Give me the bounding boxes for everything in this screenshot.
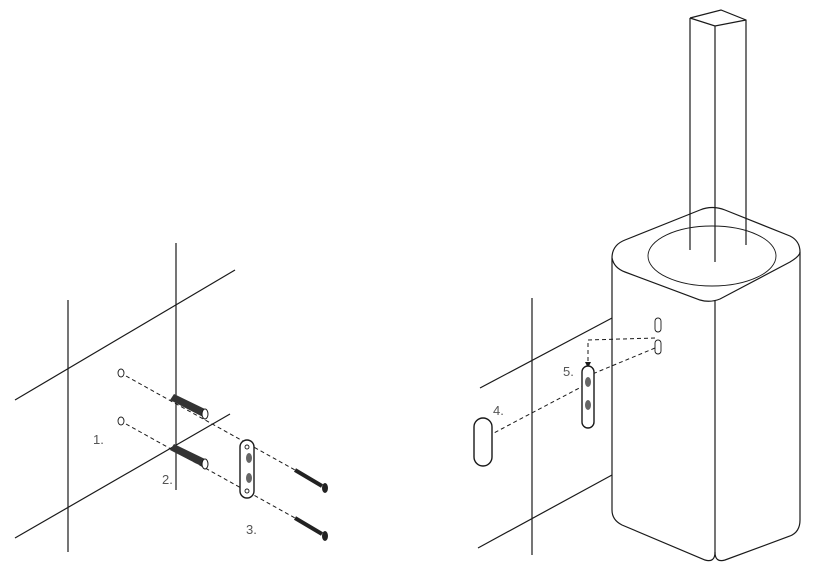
bumper-pad	[473, 417, 493, 467]
dashed-guides-left	[125, 375, 296, 519]
mounting-plate-right	[581, 365, 595, 429]
wall-plug-icon	[170, 394, 209, 470]
left-wall	[14, 243, 236, 552]
screw-icon	[293, 468, 328, 541]
drill-holes	[117, 368, 125, 426]
dashed-guides-right	[489, 337, 656, 436]
brush-holder-icon	[611, 9, 801, 562]
step-2-label: 2.	[162, 472, 173, 487]
step-4-label: 4.	[493, 403, 504, 418]
step-5-label: 5.	[563, 364, 574, 379]
right-wall	[477, 298, 613, 555]
mounting-plate-icon	[239, 439, 255, 499]
step-1-label: 1.	[93, 432, 104, 447]
step-3-label: 3.	[246, 522, 257, 537]
